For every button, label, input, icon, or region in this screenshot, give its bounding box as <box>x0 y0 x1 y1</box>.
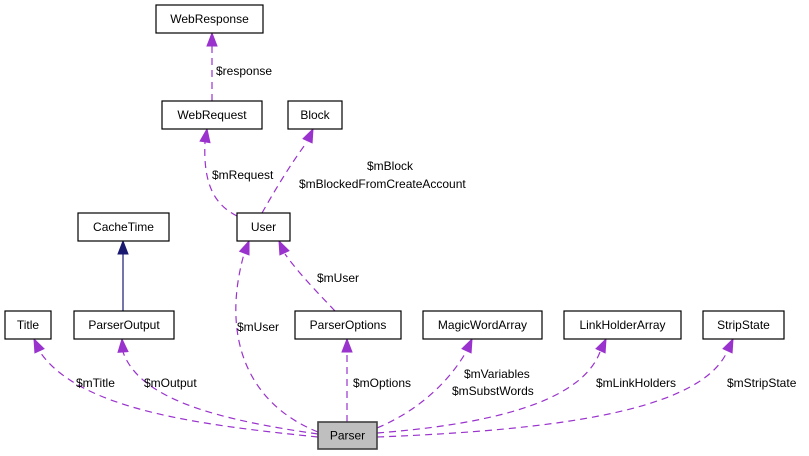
edge-parser-to-title <box>33 337 319 438</box>
edge-line <box>376 351 467 429</box>
node-label: Title <box>17 318 40 332</box>
edge-parser-to-strip-state <box>376 337 734 438</box>
edge-line <box>235 253 319 433</box>
node-label: LinkHolderArray <box>579 318 665 332</box>
node-parser-output[interactable]: ParserOutput <box>73 310 175 340</box>
node-strip-state[interactable]: StripState <box>702 310 785 340</box>
usage-arrowhead-icon <box>341 337 353 353</box>
node-label: WebResponse <box>170 12 249 26</box>
usage-arrowhead-icon <box>461 337 473 354</box>
node-label: CacheTime <box>93 220 154 234</box>
node-magic-word-array[interactable]: MagicWordArray <box>422 310 543 340</box>
node-box[interactable] <box>236 212 291 242</box>
edge-parser-to-parser-options <box>341 337 353 422</box>
edge-label: $response <box>216 64 272 78</box>
edge-line <box>261 141 308 214</box>
edge-user-to-web-request <box>199 127 238 217</box>
node-box[interactable] <box>73 310 175 340</box>
node-title[interactable]: Title <box>4 310 52 340</box>
edge-line <box>122 351 319 435</box>
edge-line <box>376 351 728 438</box>
inheritance-arrowhead-icon <box>117 239 129 255</box>
edge-label: $mBlockedFromCreateAccount <box>299 177 466 191</box>
node-label: Block <box>300 108 330 122</box>
node-box[interactable] <box>161 100 263 130</box>
edge-labels-layer: $response $mRequest $mBlock $mBlockedFromCr… <box>76 64 797 398</box>
edge-label: $mUser <box>317 271 359 285</box>
usage-arrowhead-icon <box>302 127 314 144</box>
edge-parser-to-parser-output <box>117 337 319 435</box>
edge-line <box>284 253 336 312</box>
edge-parser-to-magic-word-array <box>376 337 473 429</box>
node-box[interactable] <box>77 212 170 242</box>
usage-arrowhead-icon <box>33 337 45 354</box>
edge-parser-to-link-holder-array <box>376 337 607 434</box>
node-block[interactable]: Block <box>287 100 343 130</box>
usage-arrowhead-icon <box>206 31 218 47</box>
node-label: WebRequest <box>177 108 247 122</box>
node-box[interactable] <box>563 310 682 340</box>
edge-label: $mUser <box>237 320 279 334</box>
usage-arrowhead-icon <box>278 239 290 256</box>
node-cache-time[interactable]: CacheTime <box>77 212 170 242</box>
node-parser-options[interactable]: ParserOptions <box>294 310 402 340</box>
edge-label: $mLinkHolders <box>596 376 676 390</box>
node-box[interactable] <box>287 100 343 130</box>
node-box[interactable] <box>702 310 785 340</box>
edge-web-request-to-web-response <box>206 31 218 101</box>
edge-label: $mOptions <box>353 376 411 390</box>
node-label: ParserOutput <box>88 318 160 332</box>
edge-label: $mVariables <box>464 367 530 381</box>
edge-line <box>39 351 319 438</box>
edge-label: $mTitle <box>76 376 115 390</box>
usage-arrowhead-icon <box>595 337 607 354</box>
node-box[interactable] <box>155 4 264 34</box>
edge-label: $mStripState <box>727 376 797 390</box>
node-box[interactable] <box>294 310 402 340</box>
edge-line <box>376 351 601 434</box>
usage-arrowhead-icon <box>238 239 250 256</box>
node-label: ParserOptions <box>310 318 387 332</box>
usage-arrowhead-icon <box>199 127 211 144</box>
node-parser[interactable]: Parser <box>317 421 378 450</box>
node-label: StripState <box>717 318 770 332</box>
edge-line <box>204 141 238 217</box>
edge-parser-to-user <box>235 239 319 433</box>
node-user[interactable]: User <box>236 212 291 242</box>
edge-label: $mRequest <box>212 168 274 182</box>
edge-label: $mSubstWords <box>452 384 534 398</box>
usage-arrowhead-icon <box>117 337 129 353</box>
node-box[interactable] <box>4 310 52 340</box>
usage-arrowhead-icon <box>722 337 734 354</box>
node-label: Parser <box>330 429 365 443</box>
edge-parser-options-to-user <box>278 239 336 312</box>
node-link-holder-array[interactable]: LinkHolderArray <box>563 310 682 340</box>
edge-parser-output-to-cache-time <box>117 239 129 311</box>
node-label: MagicWordArray <box>438 318 527 332</box>
node-web-response[interactable]: WebResponse <box>155 4 264 34</box>
node-web-request[interactable]: WebRequest <box>161 100 263 130</box>
edge-label: $mOutput <box>144 376 197 390</box>
node-box[interactable] <box>422 310 543 340</box>
edge-user-to-block <box>261 127 314 214</box>
edges-layer <box>33 31 734 438</box>
edge-label: $mBlock <box>367 159 414 173</box>
node-label: User <box>251 220 276 234</box>
node-box[interactable] <box>317 421 378 450</box>
